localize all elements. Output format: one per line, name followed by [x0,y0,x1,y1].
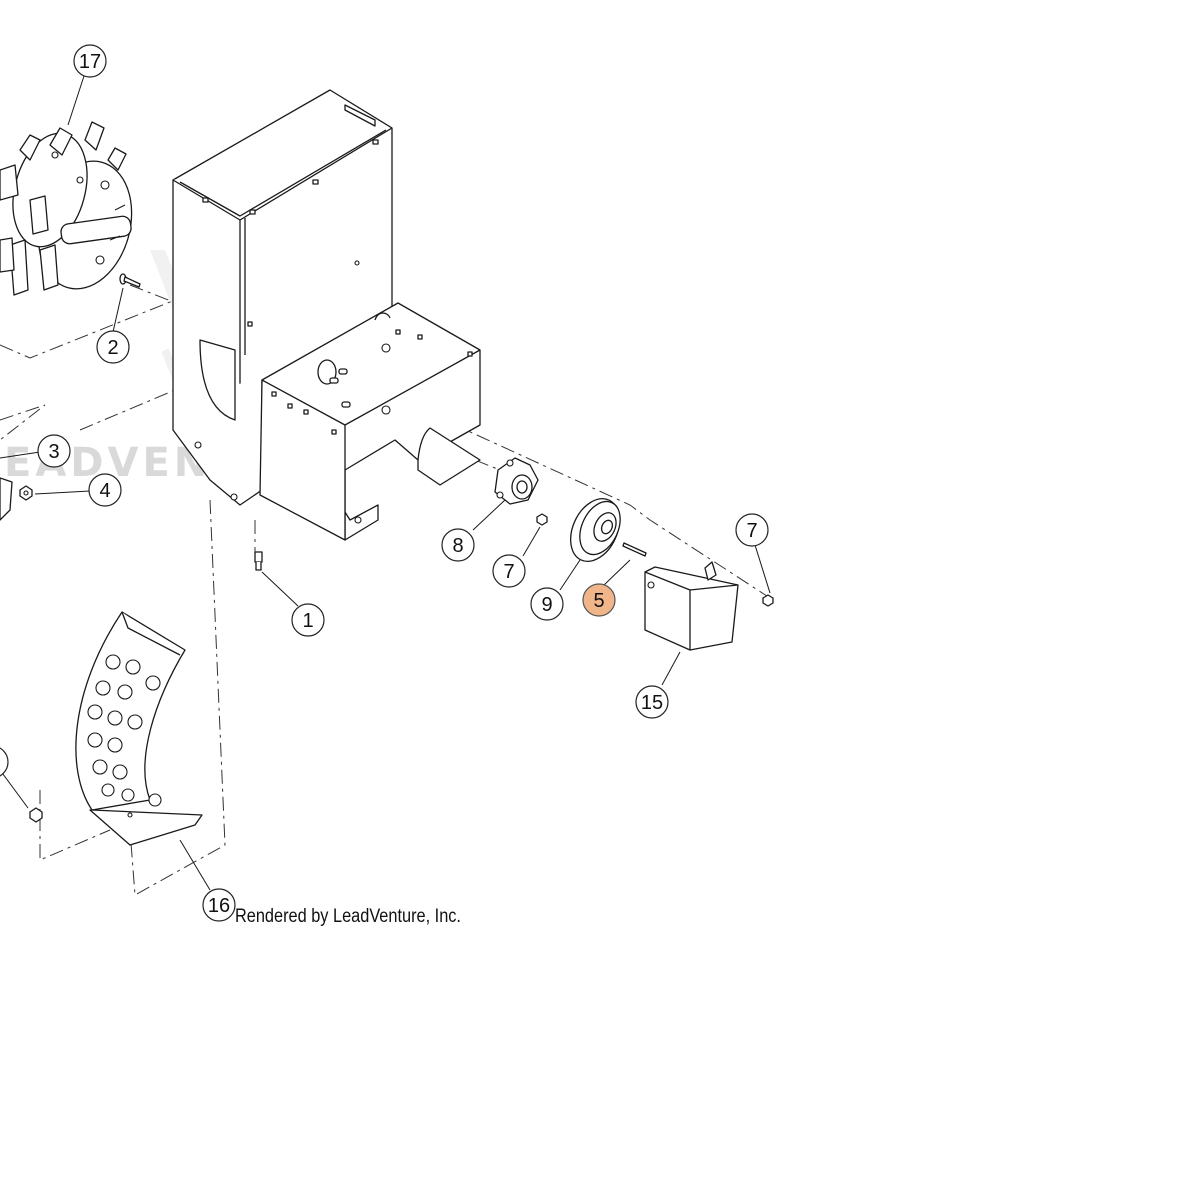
callout-partial-left [0,747,9,777]
callout-7b[interactable]: 7 [735,513,769,547]
svg-text:17: 17 [79,51,101,73]
part-17-rotor-assembly [0,121,133,296]
callout-16[interactable]: 16 [202,888,236,922]
svg-text:2: 2 [107,337,118,359]
nut-bottom-left [29,807,43,823]
part-4-nut [19,485,33,501]
callout-5-highlighted[interactable]: 5 [582,583,616,617]
callout-2[interactable]: 2 [96,330,130,364]
part-2-bolt [119,273,141,288]
svg-text:7: 7 [503,561,514,583]
callout-4[interactable]: 4 [88,473,122,507]
part-7-nut-b [762,594,774,607]
svg-text:1: 1 [302,610,313,632]
svg-text:16: 16 [208,895,230,917]
svg-text:9: 9 [541,594,552,616]
callout-7a[interactable]: 7 [492,554,526,588]
callout-3[interactable]: 3 [37,434,71,468]
left-partial-part [0,477,13,521]
svg-text:3: 3 [48,441,59,463]
part-16-deflector [75,611,203,846]
callout-9[interactable]: 9 [530,587,564,621]
part-9-pulley [570,498,621,562]
part-8-bearing [494,457,539,505]
credit-text: Rendered by LeadVenture, Inc. [235,905,461,926]
callout-17[interactable]: 17 [73,44,107,78]
svg-text:8: 8 [452,535,463,557]
mounting-bracket [259,302,481,541]
part-7-nut-a [536,513,548,526]
leader-lines [0,75,771,891]
callout-1[interactable]: 1 [291,603,325,637]
svg-text:4: 4 [99,480,110,502]
svg-text:7: 7 [746,520,757,542]
svg-text:5: 5 [593,590,604,612]
callout-8[interactable]: 8 [441,528,475,562]
part-1-bolt [254,551,263,571]
part-15-guard [644,561,739,651]
svg-text:15: 15 [641,692,663,714]
part-5-key [622,542,647,557]
callout-15[interactable]: 15 [635,685,669,719]
